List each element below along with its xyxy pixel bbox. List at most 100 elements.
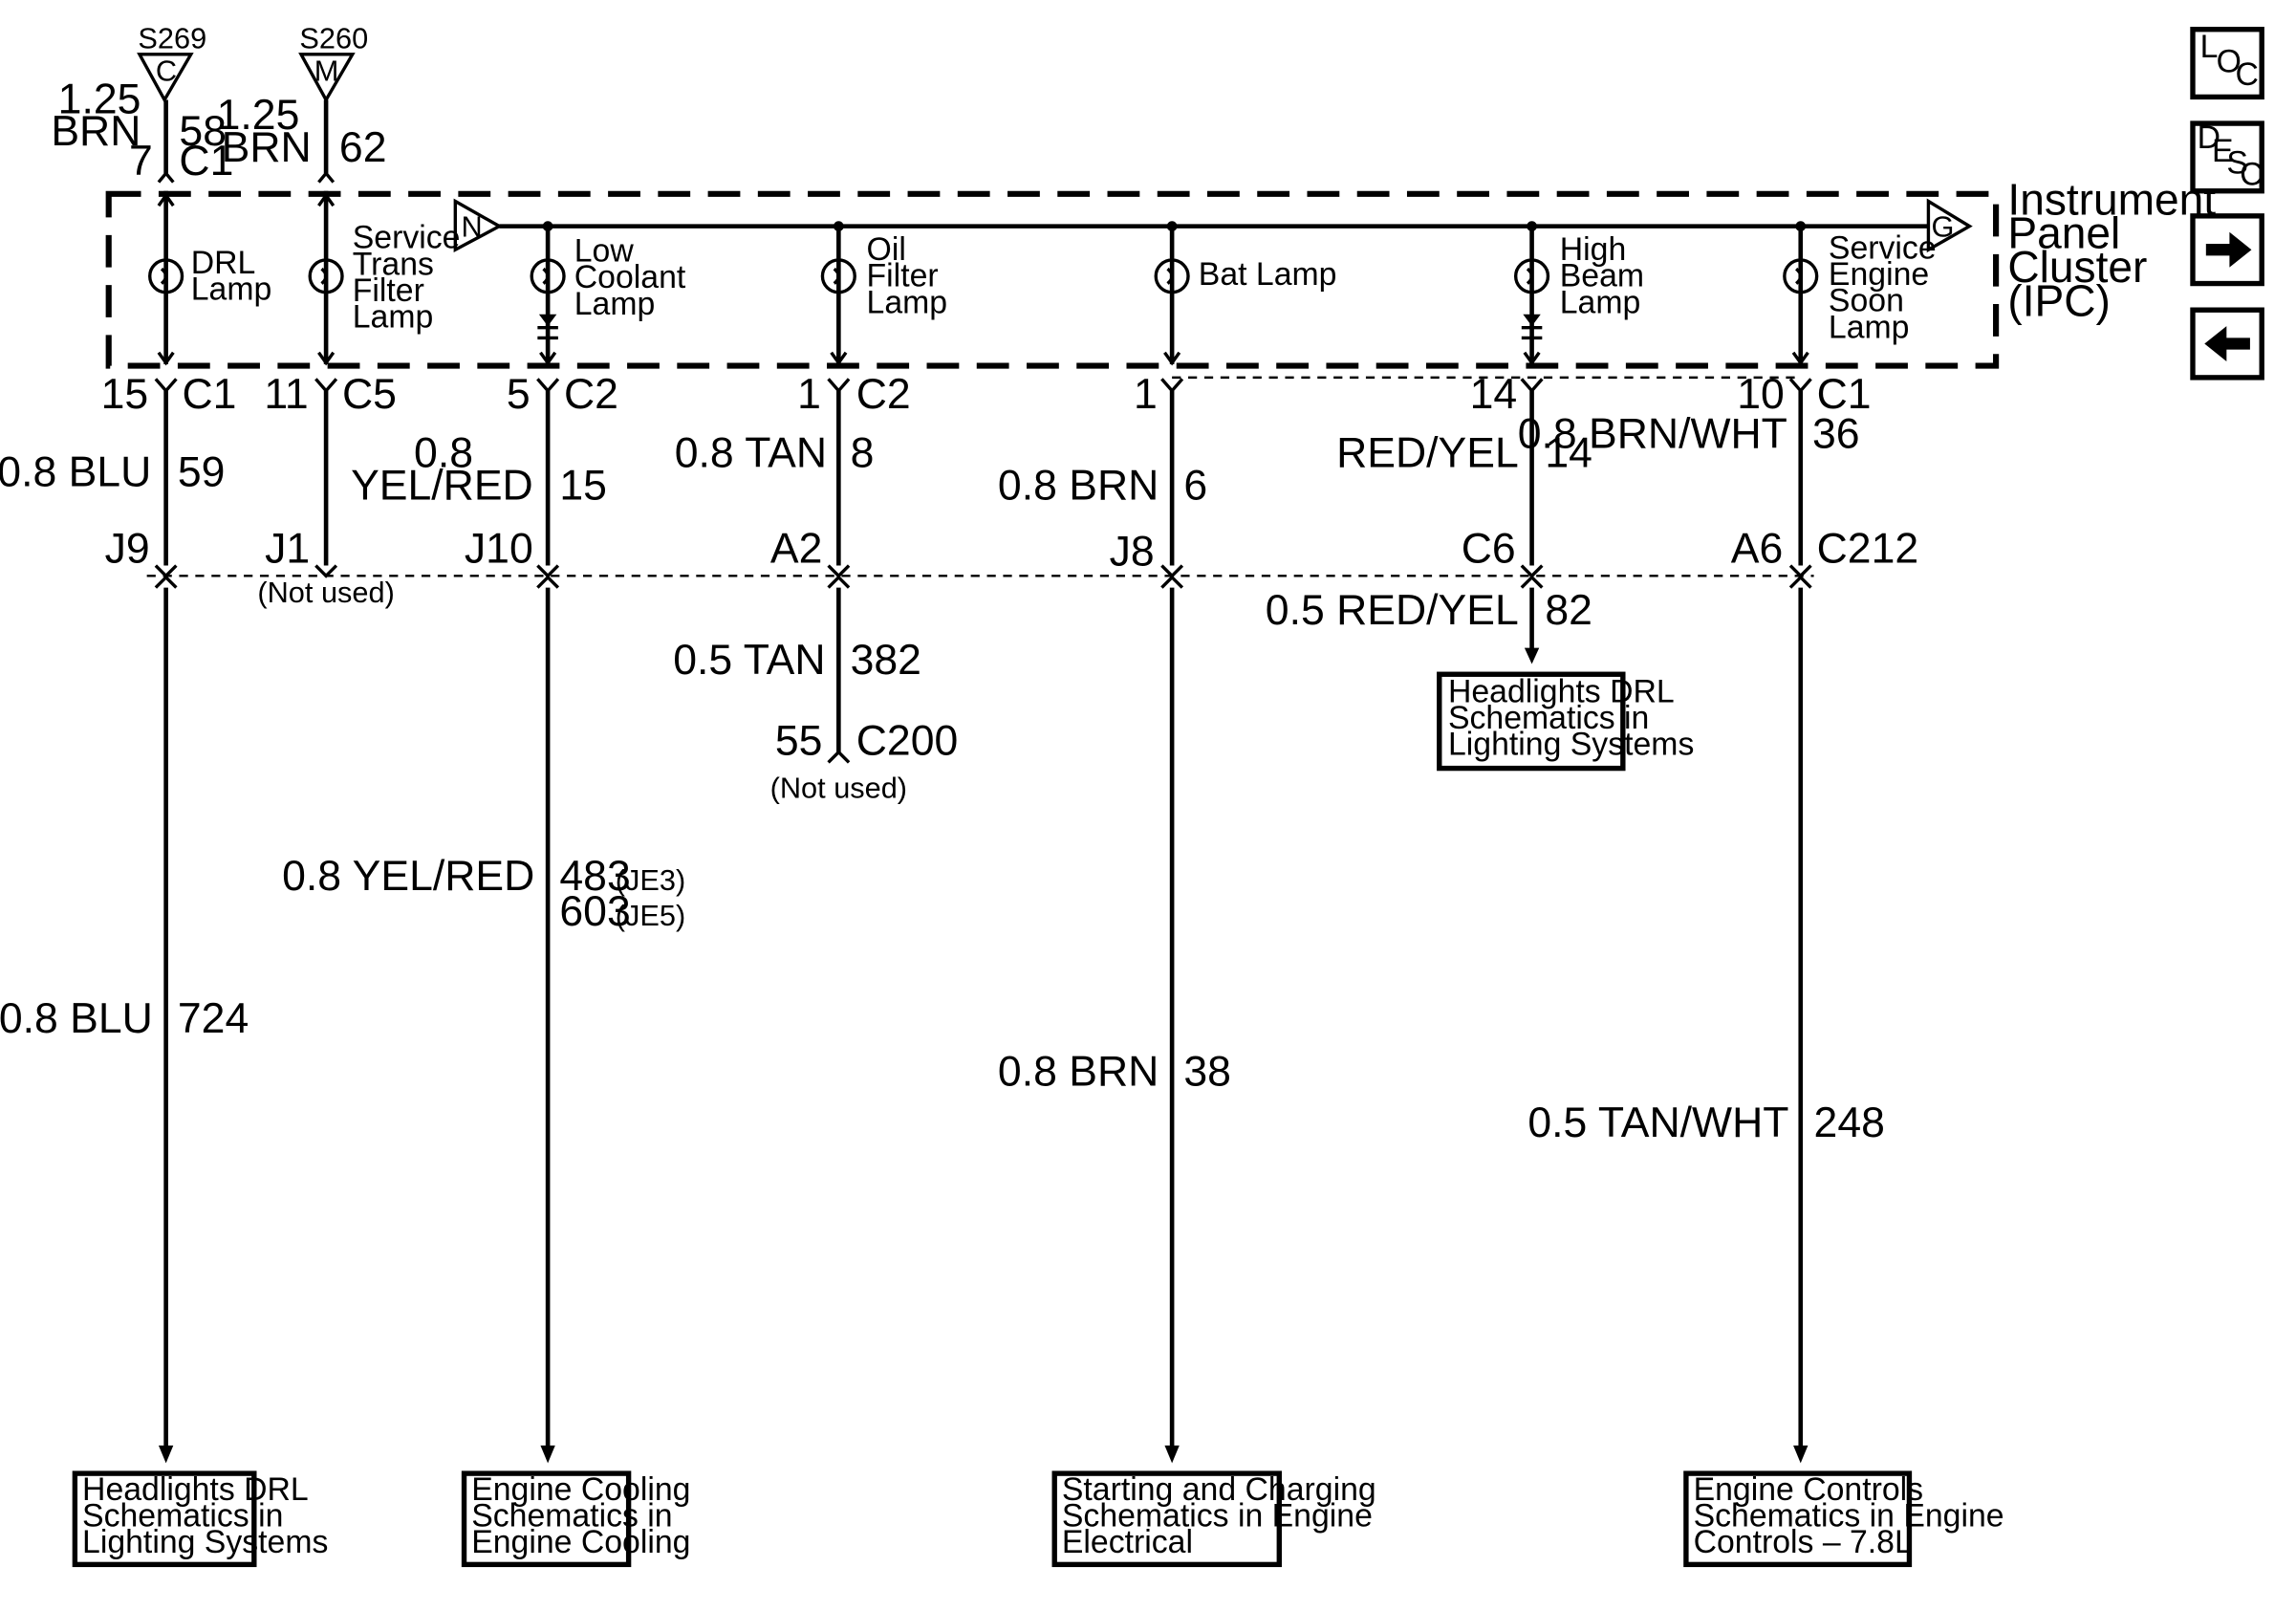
ses-lamp-icon	[1783, 258, 1819, 294]
pin-number: 11	[264, 371, 308, 418]
pin-connector: C2	[564, 371, 618, 418]
trans-arrow-down	[317, 351, 336, 366]
lamp-filament	[320, 267, 328, 285]
connector-chevron	[536, 378, 560, 394]
connector-chevron	[157, 170, 175, 184]
pin-connector: C1	[183, 371, 237, 418]
connector-chevron	[314, 564, 338, 578]
splice-s269-symbol	[137, 53, 194, 103]
svg-text:Headlights DRL Schematic: Headlights DRL Schematics in Lighting Sy…	[1448, 673, 1694, 762]
arrow-down-icon	[158, 1445, 174, 1464]
wire-color-label: 0.8	[414, 430, 473, 477]
lamp-filament	[1166, 267, 1174, 285]
splice-s269-id: S269	[138, 22, 206, 55]
wire-color-label: 0.8 BLU	[0, 449, 151, 496]
diode-icon	[538, 314, 557, 327]
svg-text:Engine Controls Schemati: Engine Controls Schematics in Engine Con…	[1694, 1471, 2013, 1560]
wire-circuit-label: 38	[1183, 1048, 1231, 1095]
lamp-filament	[542, 267, 550, 285]
ref-headlights-drl-bottom[interactable]: Headlights DRL Schematics in Lighting Sy…	[72, 1470, 328, 1568]
wire-color-label: YEL/RED	[351, 462, 533, 509]
c212-pin: J8	[1110, 529, 1155, 576]
pin-connector: C5	[342, 371, 397, 418]
c212-pin: J9	[105, 525, 150, 572]
drl-arrow-up	[157, 192, 175, 207]
c212-pin: C6	[1462, 525, 1516, 572]
diode-icon	[1523, 314, 1541, 327]
low-coolant-lamp-icon	[530, 258, 566, 294]
wire-color-label: 0.8 BRN/WHT	[1518, 411, 1787, 458]
wire-color-label: 0.8 BLU	[0, 995, 153, 1042]
oil-arrow-down	[830, 351, 848, 366]
splice-s269-wire: 1.25 BRN 7	[51, 76, 152, 185]
connector-chevron	[154, 564, 178, 578]
svg-text:E: E	[2212, 133, 2234, 169]
wire-circuit-label: 483	[559, 853, 630, 900]
splice-s260-id: S260	[299, 22, 368, 55]
ref-starting-charging[interactable]: Starting and Charging Schematics in Engi…	[1051, 1470, 1385, 1568]
svg-text:S: S	[2226, 144, 2248, 181]
connector-chevron	[1520, 564, 1544, 578]
arrow-down-icon	[1793, 1445, 1809, 1464]
svg-text:C: C	[2236, 56, 2259, 93]
wire-color-label: 0.8 TAN	[675, 430, 827, 477]
not-used-note: (Not used)	[770, 771, 907, 804]
ref-engine-controls[interactable]: Engine Controls Schematics in Engine Con…	[1683, 1470, 2013, 1568]
loc-button[interactable]: L O C	[2190, 27, 2264, 100]
pin-number: 15	[101, 371, 149, 418]
connector-chevron	[154, 378, 178, 394]
lamp-filament	[1794, 267, 1803, 285]
svg-text:C: C	[2240, 157, 2263, 193]
pin-connector: C200	[856, 718, 959, 765]
connector-chevron	[827, 564, 851, 578]
ref-headlights-drl-high-beam[interactable]: Headlights DRL Schematics in Lighting Sy…	[1437, 671, 1695, 772]
wire-circuit-label: 59	[178, 449, 226, 496]
splice-s260-circuit: 62	[339, 124, 387, 171]
desc-button[interactable]: D E S C	[2190, 120, 2264, 194]
connector-chevron	[1160, 378, 1184, 394]
pin-number: 5	[507, 371, 531, 418]
connector-chevron	[536, 575, 560, 589]
wire-circuit-label: 6	[1183, 462, 1207, 509]
prev-button[interactable]	[2190, 307, 2264, 381]
oil-filter-lamp-icon	[820, 258, 856, 294]
n-symbol-label: N	[461, 209, 482, 243]
connector-chevron	[1788, 378, 1812, 394]
low-coolant-lamp-label: Low Coolant Lamp	[574, 232, 695, 321]
coolant-arrow-down	[539, 351, 557, 366]
wire-color-label: 0.8 BRN	[998, 1048, 1159, 1095]
svg-text:D: D	[2198, 120, 2220, 156]
arrow-down-icon	[540, 1445, 555, 1464]
c212-pin: J1	[265, 525, 310, 572]
wire-circuit-label: 8	[851, 430, 875, 477]
connector-chevron	[827, 378, 851, 394]
splice-s269-connector: C1	[179, 138, 233, 185]
connector-chevron	[154, 575, 178, 589]
svg-text:O: O	[2217, 43, 2242, 79]
wire-color-label: 0.5 TAN	[673, 637, 825, 684]
trans-filter-lamp-icon	[308, 258, 344, 294]
bat-lamp-icon	[1154, 258, 1190, 294]
drl-lamp-icon	[148, 258, 184, 294]
high-beam-lamp-icon	[1513, 258, 1550, 294]
splice-s269-circuit: 58	[179, 108, 227, 155]
connector-chevron	[536, 564, 560, 578]
ref-engine-cooling[interactable]: Engine Cooling Schematics in Engine Cool…	[461, 1470, 700, 1568]
splice-s260-letter: M	[314, 54, 339, 88]
pin-connector: C2	[856, 371, 911, 418]
arrow-right-icon	[2205, 231, 2252, 268]
wire-circuit-label: 382	[851, 637, 921, 684]
next-button[interactable]	[2190, 213, 2264, 287]
c212-pin: A6	[1731, 525, 1784, 572]
wire-circuit-label: 724	[178, 995, 249, 1042]
wire-color-label: 0.8 YEL/RED	[282, 853, 534, 900]
splice-s269-letter: C	[156, 54, 177, 88]
ipc-enclosure	[105, 190, 2000, 369]
pin-number: 1	[797, 371, 821, 418]
arrow-down-icon	[1524, 647, 1540, 664]
wire-color-label: 0.5 TAN/WHT	[1527, 1099, 1788, 1146]
bat-arrow-down	[1163, 351, 1181, 366]
oil-filter-lamp-label: Oil Filter Lamp	[867, 231, 948, 320]
pin-number: 14	[1470, 371, 1518, 418]
